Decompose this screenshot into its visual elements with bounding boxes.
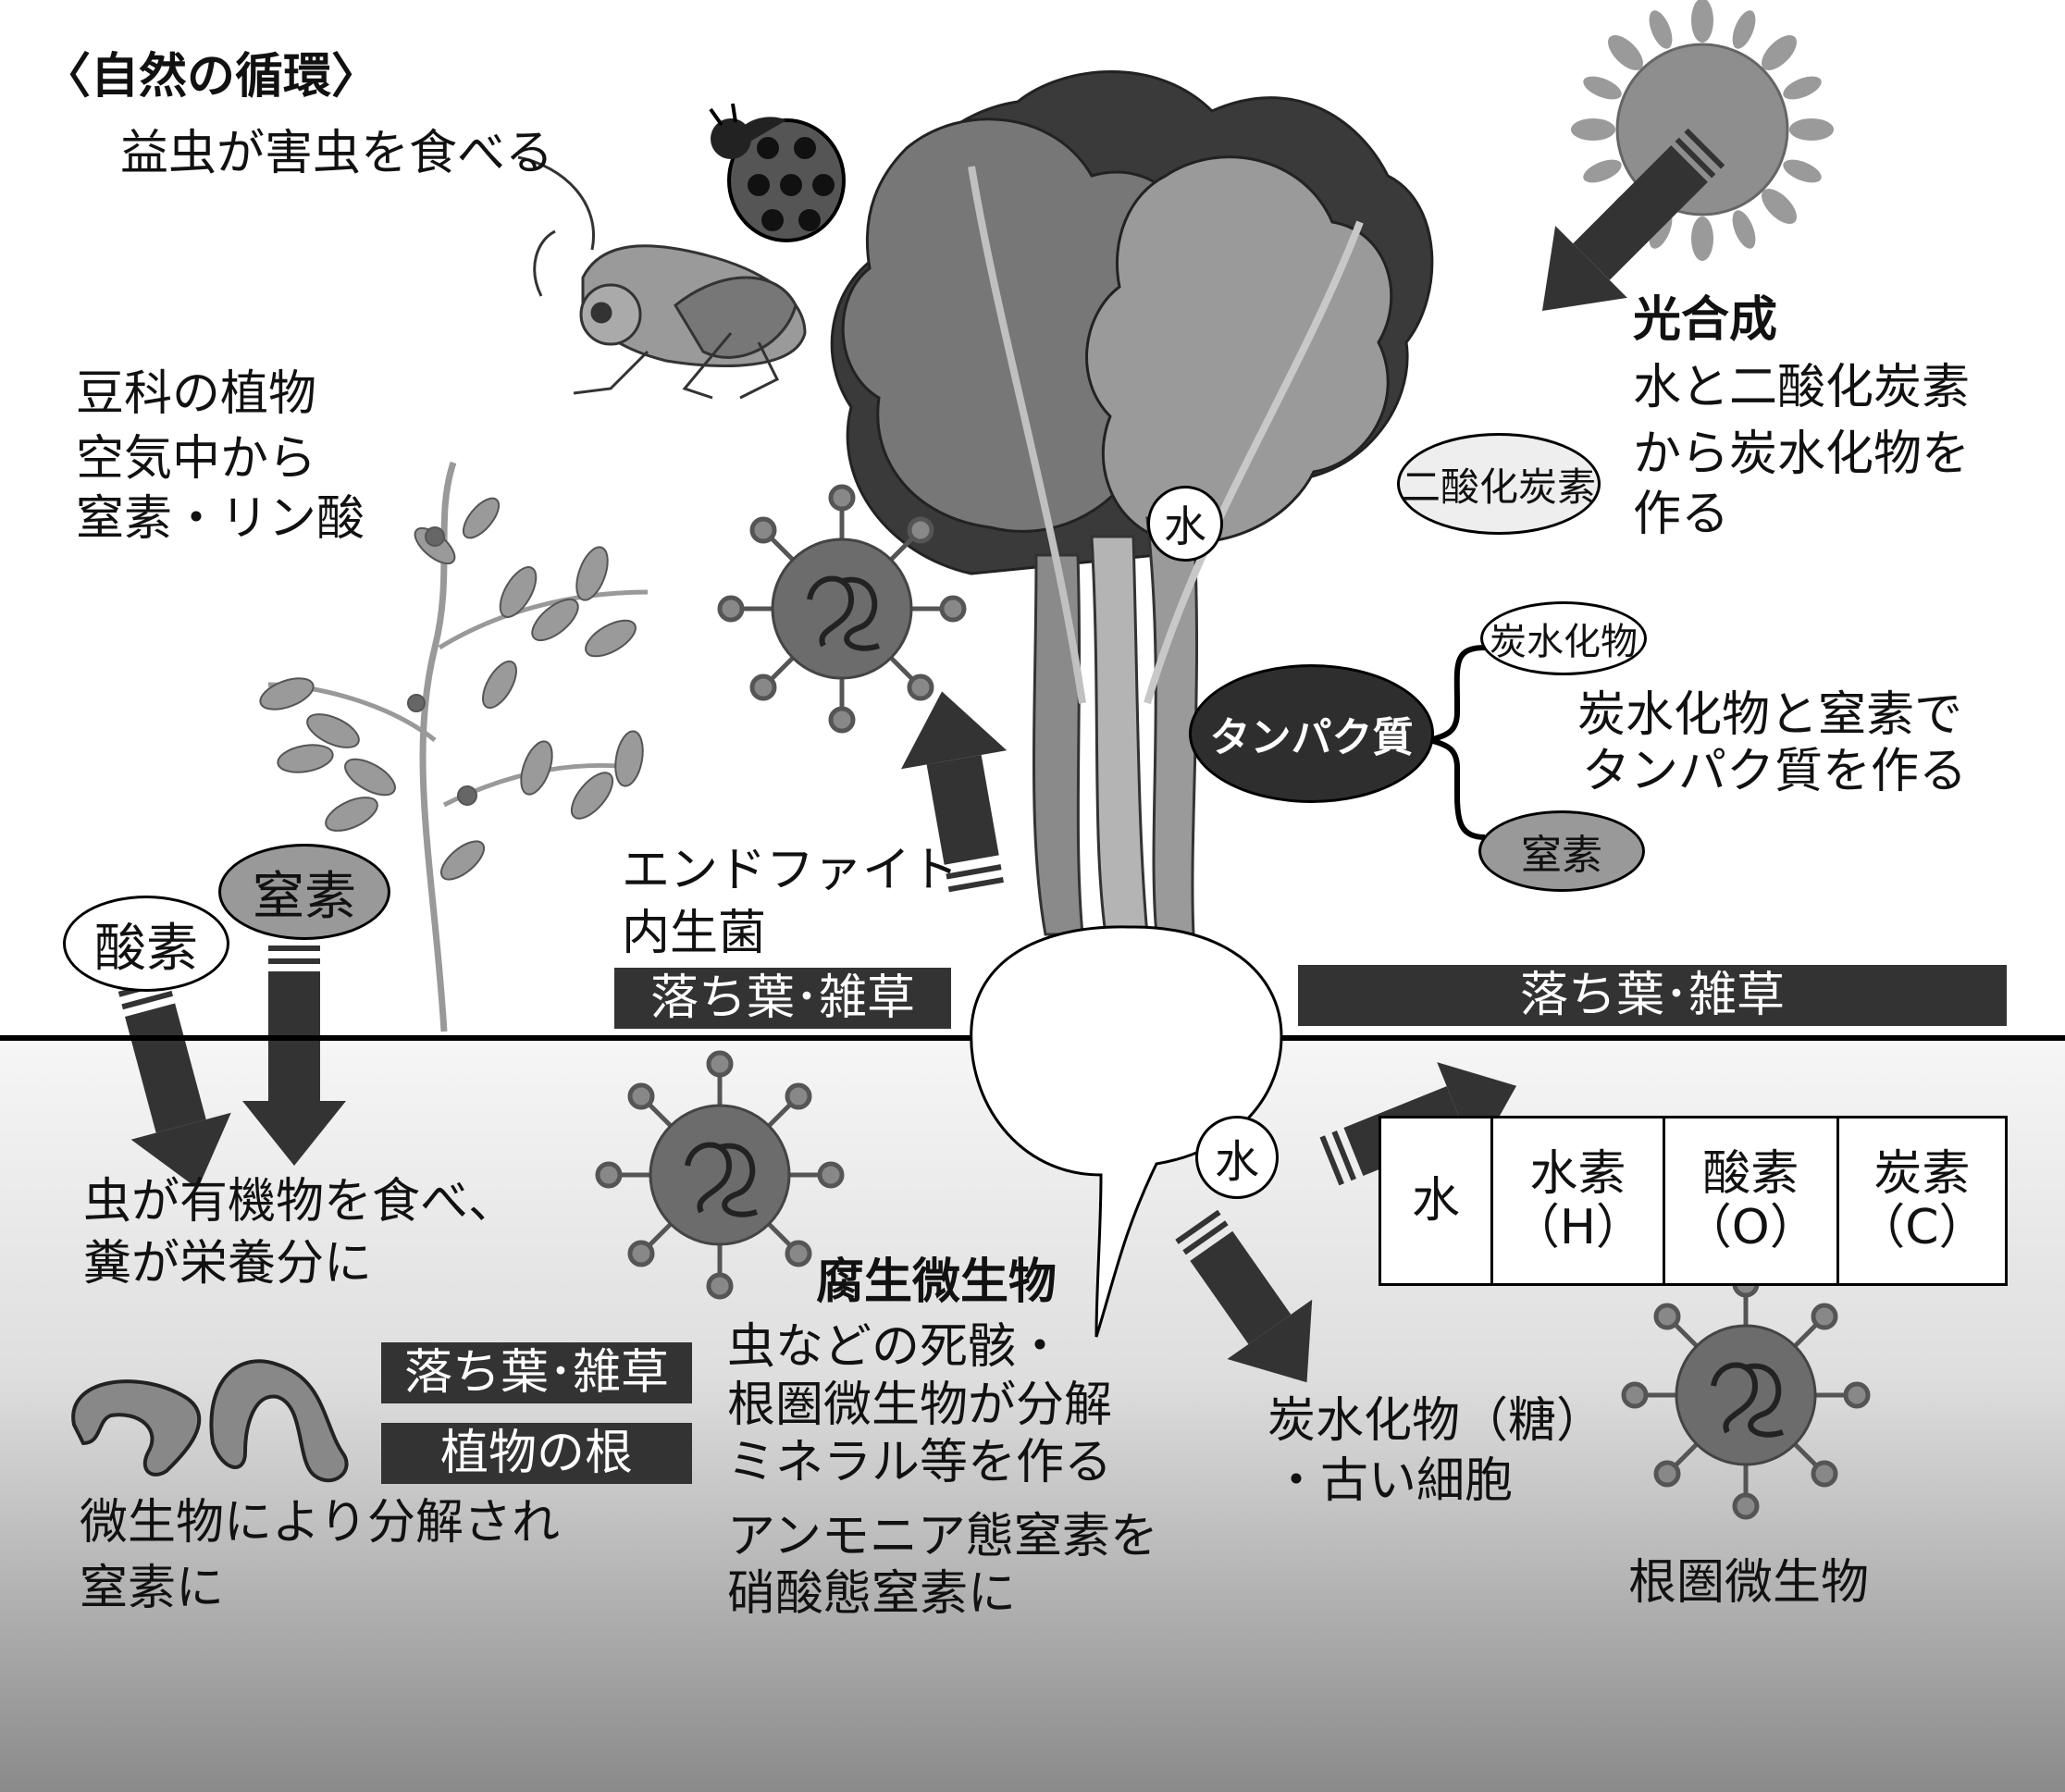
nitrogen-bubble-right: 窒素 (1478, 810, 1645, 892)
element-cell-hydrogen: 水素（H） (1490, 1116, 1665, 1286)
endophyte-line-1: エンドファイト (622, 843, 959, 898)
element-cell-carbon: 炭素（C） (1836, 1116, 2009, 1286)
root-exudate-line-2: ・古い細胞 (1272, 1453, 1514, 1509)
element-cell-water: 水 (1379, 1116, 1493, 1286)
protein-bracket (1428, 645, 1486, 840)
protein-note-line-1: 炭水化物と窒素で (1577, 687, 1963, 743)
legume-plant-icon (259, 461, 649, 1032)
microbe-icon (595, 1050, 845, 1300)
plant-stems (968, 166, 1364, 936)
root-exudate-line-1: 炭水化物（糖） (1267, 1393, 1605, 1449)
element-table: 水 水素（H） 酸素（O） 炭素（C） (1379, 1116, 2009, 1286)
decomposition-line-1: 微生物により分解され (80, 1495, 560, 1551)
saprophytes-line-1: 虫などの死骸・ (727, 1319, 1065, 1375)
legume-line-1: 豆科の植物 (76, 366, 317, 422)
water-bubble-upper: 水 (1147, 486, 1223, 562)
microbe-icon (717, 484, 967, 734)
ladybug-icon (709, 103, 846, 242)
oxygen-bubble: 酸素 (63, 896, 229, 992)
water-bubble-lower: 水 (1195, 1116, 1279, 1199)
protein-label: タンパク質 (1209, 714, 1414, 761)
protein-bubble: タンパク質 (1189, 664, 1434, 803)
nitrogen-label-left: 窒素 (253, 866, 356, 927)
grasshopper-icon (517, 155, 807, 400)
roots-bar: 植物の根 (381, 1423, 692, 1484)
beneficial-insects-label: 益虫が害虫を食べる (120, 126, 554, 181)
plant-leaves (830, 70, 1434, 575)
carbohydrate-label: 炭水化物 (1490, 621, 1638, 663)
photosynthesis-arrow-icon (1541, 128, 1725, 312)
saprophytes-line-4: アンモニア態窒素を (727, 1509, 1158, 1564)
nitrogen-label: 窒素 (1521, 832, 1602, 879)
co2-label: 二酸化炭素 (1401, 463, 1596, 510)
insects-eat-line-1: 虫が有機物を食べ、 (83, 1174, 517, 1230)
water-label-lower: 水 (1214, 1136, 1259, 1188)
saprophytes-line-3: ミネラル等を作る (727, 1435, 1113, 1490)
litter-bar-center: 落ち葉･雑草 (614, 968, 951, 1029)
decomposition-line-2: 窒素に (80, 1561, 225, 1616)
water-label: 水 (1164, 501, 1206, 551)
protein-note-line-2: タンパク質を作る (1582, 744, 1968, 799)
insects-eat-line-2: 糞が栄養分に (83, 1236, 373, 1291)
earthworm-icon (71, 1359, 349, 1483)
endophyte-arrow-icon (900, 691, 1008, 893)
saprophytes-line-5: 硝酸態窒素に (727, 1566, 1017, 1622)
photosynthesis-line-3: 作る (1633, 487, 1730, 542)
saprophytes-heading: 腐生微生物 (816, 1254, 1057, 1310)
page-title: 〈自然の循環〉 (43, 49, 380, 105)
saprophytes-line-2: 根圏微生物が分解 (727, 1378, 1113, 1433)
oxygen-label: 酸素 (94, 918, 198, 979)
rhizosphere-label: 根圏微生物 (1628, 1555, 1870, 1611)
microbe-icon (1621, 1270, 1871, 1520)
litter-bar-left: 落ち葉･雑草 (381, 1342, 692, 1403)
litter-bar-right: 落ち葉･雑草 (1298, 965, 2007, 1026)
endophyte-line-2: 内生菌 (622, 906, 767, 961)
legume-line-3: 窒素・リン酸 (76, 491, 365, 547)
element-cell-oxygen: 酸素（O） (1662, 1116, 1839, 1286)
co2-bubble: 二酸化炭素 (1397, 433, 1601, 535)
exudate-arrow-icon (1175, 1209, 1313, 1383)
root-bulb-icon (970, 925, 1283, 1338)
photosynthesis-line-2: から炭水化物を (1633, 426, 1971, 482)
legume-line-2: 空気中から (76, 431, 317, 487)
photosynthesis-heading: 光合成 (1633, 292, 1778, 348)
carbohydrate-bubble: 炭水化物 (1480, 601, 1647, 675)
nitrogen-bubble-left: 窒素 (218, 844, 390, 940)
photosynthesis-line-1: 水と二酸化炭素 (1633, 360, 1971, 415)
